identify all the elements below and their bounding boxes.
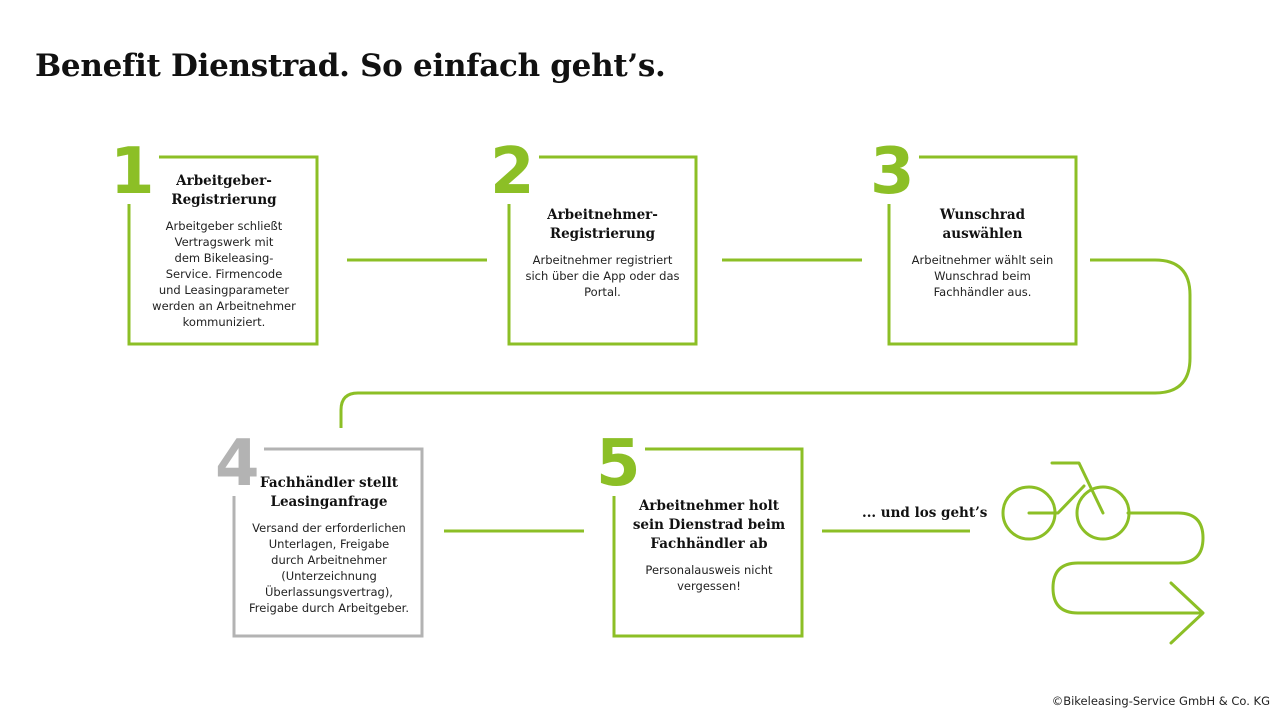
copyright: ©Bikeleasing-Service GmbH & Co. KG [1051, 694, 1270, 708]
step-2-title: Arbeitnehmer- Registrierung [547, 207, 658, 242]
step-1-content: Arbeitgeber- Registrierung Arbeitgeber s… [146, 172, 302, 330]
step-2-description: Arbeitnehmer registriert sich über die A… [525, 253, 680, 299]
step-5-content: Arbeitnehmer holt sein Dienstrad beim Fa… [624, 497, 794, 594]
step-5-title: Arbeitnehmer holt sein Dienstrad beim Fa… [632, 498, 786, 552]
step-3-content: Wunschrad auswählen Arbeitnehmer wählt s… [899, 206, 1066, 300]
step-4-title: Fachhändler stellt Leasinganfrage [260, 475, 398, 510]
page-title: Benefit Dienstrad. So einfach geht’s. [35, 48, 666, 84]
step-1-title: Arbeitgeber- Registrierung [171, 173, 277, 208]
step-1-number: 1 [106, 140, 159, 204]
step-2-box [507, 155, 698, 346]
step-4-number: 4 [211, 432, 264, 496]
step-4-content: Fachhändler stellt Leasinganfrage Versan… [244, 474, 414, 616]
step-3-box [887, 155, 1078, 346]
step-2-number: 2 [486, 140, 539, 204]
step-5-box [612, 447, 804, 638]
connector-3-4 [339, 258, 1192, 428]
step-3-number: 3 [866, 140, 919, 204]
step-1-description: Arbeitgeber schließt Vertragswerk mit de… [152, 219, 296, 329]
arrow-right-icon [1051, 511, 1205, 645]
step-5-description: Personalausweis nicht vergessen! [645, 563, 773, 593]
final-label: ... und los geht’s [862, 505, 988, 521]
step-3-title: Wunschrad auswählen [939, 207, 1026, 242]
step-3-description: Arbeitnehmer wählt sein Wunschrad beim F… [911, 253, 1054, 299]
bicycle-icon [1001, 461, 1131, 541]
step-2-content: Arbeitnehmer- Registrierung Arbeitnehmer… [519, 206, 686, 300]
step-4-description: Versand der erforderlichen Unterlagen, F… [249, 521, 409, 615]
step-5-number: 5 [592, 432, 645, 496]
step-1-box [127, 155, 319, 346]
step-4-box [232, 447, 424, 638]
